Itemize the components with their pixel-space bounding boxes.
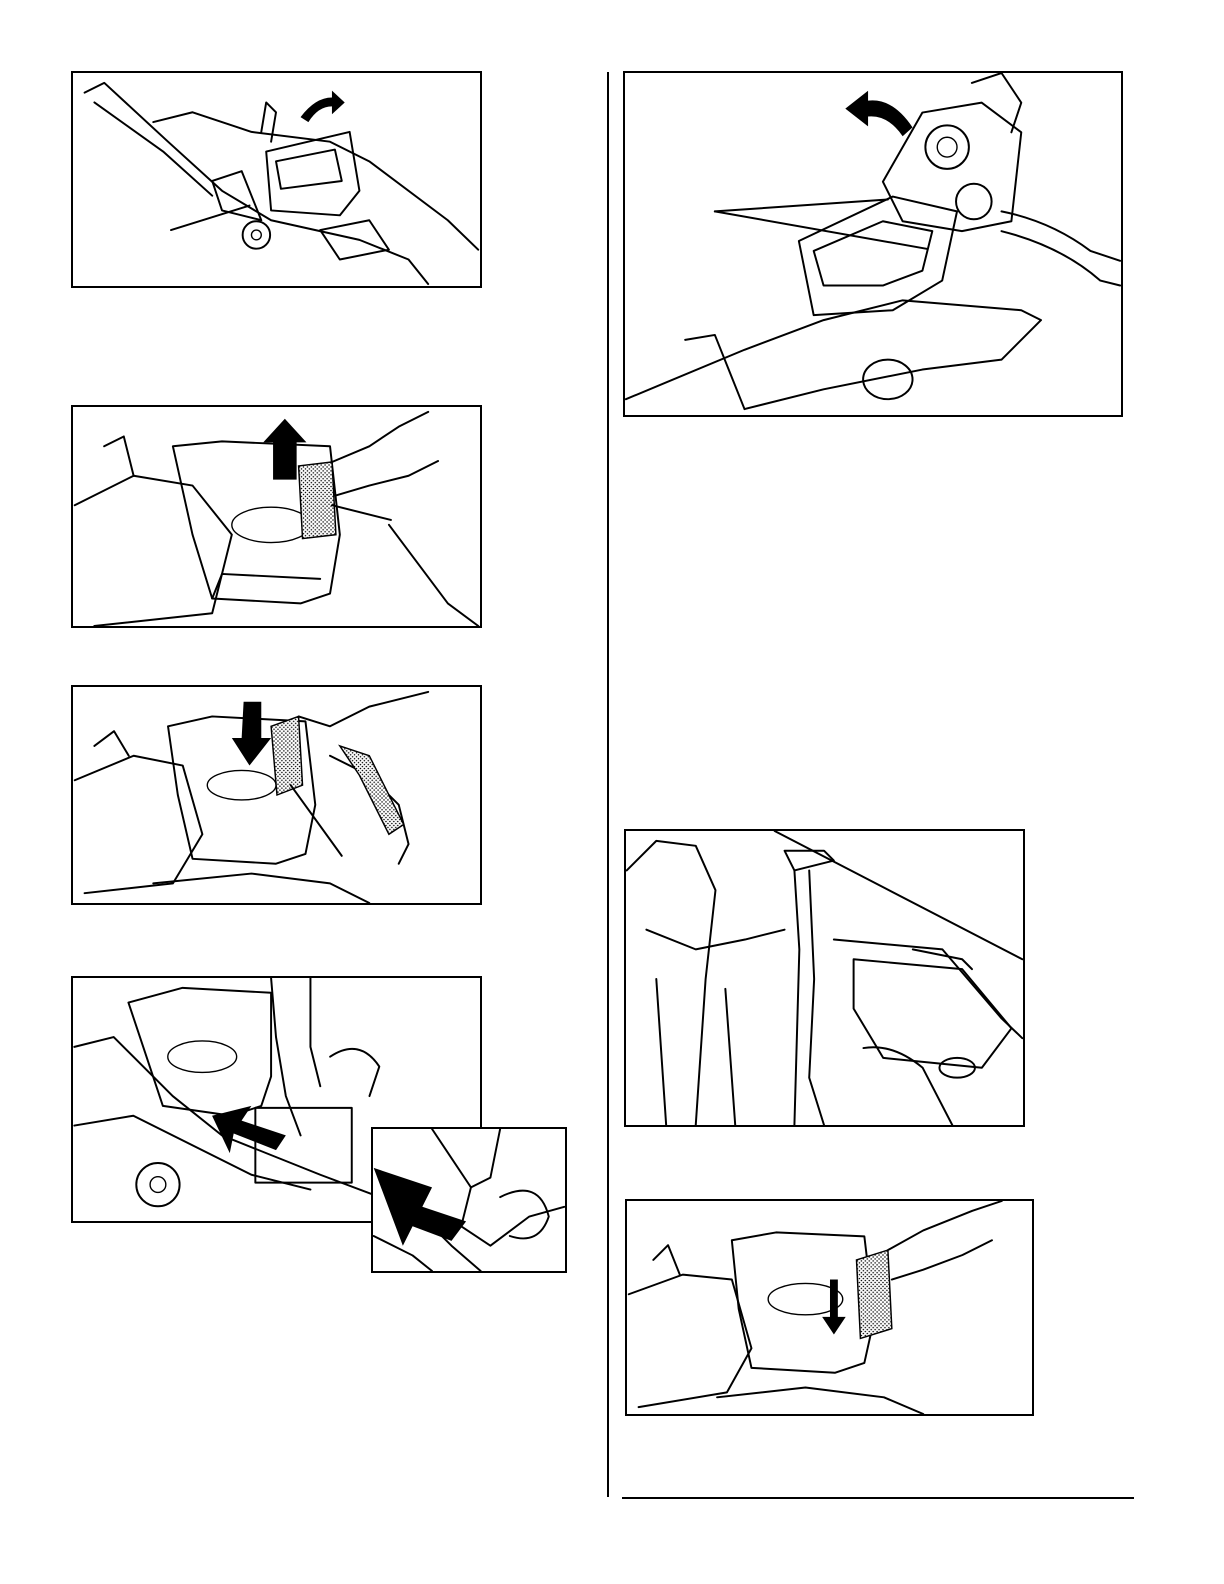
figure-remove-tank (71, 71, 482, 288)
figure-insert-filter (71, 685, 482, 905)
figure-rinse-at-sink (624, 829, 1025, 1127)
figure-open-lid (623, 71, 1123, 417)
column-divider (607, 72, 609, 1497)
curved-arrow-icon (301, 91, 345, 122)
footer-rule (622, 1497, 1134, 1499)
down-arrow-icon (822, 1280, 846, 1335)
curved-arrow-icon (845, 91, 912, 136)
figure-lift-filter (71, 405, 482, 628)
pointer-arrow-icon (374, 1168, 466, 1246)
figure-replace-filter (625, 1199, 1034, 1416)
down-arrow-icon (232, 702, 271, 766)
inset-latch-detail (371, 1127, 567, 1273)
